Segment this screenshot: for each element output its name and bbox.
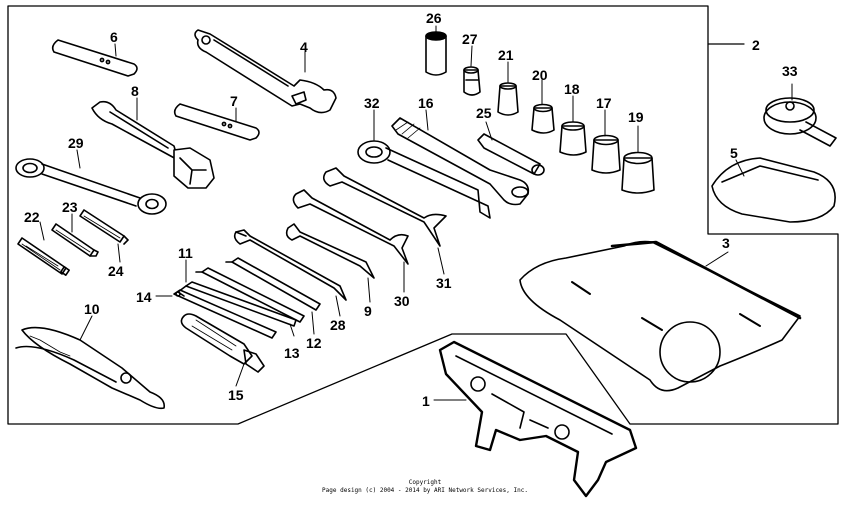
callout-2: 2 (752, 37, 760, 53)
callout-7: 7 (230, 93, 238, 109)
callout-6: 6 (110, 29, 118, 45)
tool-13-bit (195, 267, 305, 323)
tool-10-pliers (15, 326, 166, 410)
socket-25-extension (477, 133, 545, 176)
callout-29: 29 (68, 135, 84, 151)
tool-5-pouch (711, 157, 836, 223)
callout-13: 13 (284, 345, 300, 361)
callout-9: 9 (364, 303, 372, 319)
callout-12: 12 (306, 335, 322, 351)
copyright-line-2: Page design (c) 2004 - 2014 by ARI Netwo… (322, 487, 528, 494)
socket-18 (559, 121, 587, 156)
callout-27: 27 (462, 31, 478, 47)
callout-24: 24 (108, 263, 124, 279)
tool-8-plug-wrench (91, 100, 215, 189)
tool-16-ratchet (391, 117, 530, 206)
socket-17 (591, 134, 621, 174)
socket-21 (497, 82, 519, 116)
callout-19: 19 (628, 109, 644, 125)
callout-25: 25 (476, 105, 492, 121)
callout-31: 31 (436, 275, 452, 291)
socket-20 (531, 103, 555, 134)
callout-14: 14 (136, 289, 152, 305)
part-1-holder-bracket (438, 340, 638, 498)
tool-31-wrench (322, 167, 447, 247)
tool-7-plate (173, 103, 260, 141)
socket-27 (463, 66, 481, 96)
callout-11: 11 (178, 245, 193, 261)
tool-32-ring-wrench (357, 140, 491, 219)
callout-20: 20 (532, 67, 548, 83)
tool-15-screwdriver-handle (180, 313, 265, 373)
tool-33-gauge (763, 97, 837, 147)
socket-19 (621, 151, 655, 194)
socket-26 (425, 31, 447, 76)
tool-24-handle (79, 209, 129, 245)
tool-28-wrench (233, 229, 347, 301)
tool-22-handle (17, 237, 70, 276)
callout-18: 18 (564, 81, 580, 97)
callout-4: 4 (300, 39, 308, 55)
callout-8: 8 (131, 83, 139, 99)
tool-6-plate (51, 39, 138, 77)
tool-9-wrench (285, 223, 375, 279)
callout-30: 30 (394, 293, 410, 309)
callout-28: 28 (330, 317, 346, 333)
callout-26: 26 (426, 10, 442, 26)
callout-10: 10 (84, 301, 100, 317)
tool-3-tool-bag (519, 240, 802, 392)
tool-30-wrench (292, 189, 409, 265)
callout-23: 23 (62, 199, 78, 215)
callout-33: 33 (782, 63, 798, 79)
callout-21: 21 (498, 47, 514, 63)
tool-12-bit (225, 257, 321, 311)
kit-frame (7, 5, 839, 425)
tool-29-box-wrench (15, 158, 167, 215)
tool-23-handle (51, 223, 99, 257)
copyright-line-1: Copyright (408, 479, 442, 486)
leader-lines (39, 25, 793, 401)
callout-17: 17 (596, 95, 612, 111)
tool-14-bit (173, 289, 277, 339)
callout-5: 5 (730, 145, 738, 161)
callout-1: 1 (422, 393, 430, 409)
callout-16: 16 (418, 95, 434, 111)
tool-4-adjustable-wrench (194, 29, 337, 114)
callout-15: 15 (228, 387, 244, 403)
callout-3: 3 (722, 235, 730, 251)
callout-22: 22 (24, 209, 40, 225)
callout-32: 32 (364, 95, 380, 111)
